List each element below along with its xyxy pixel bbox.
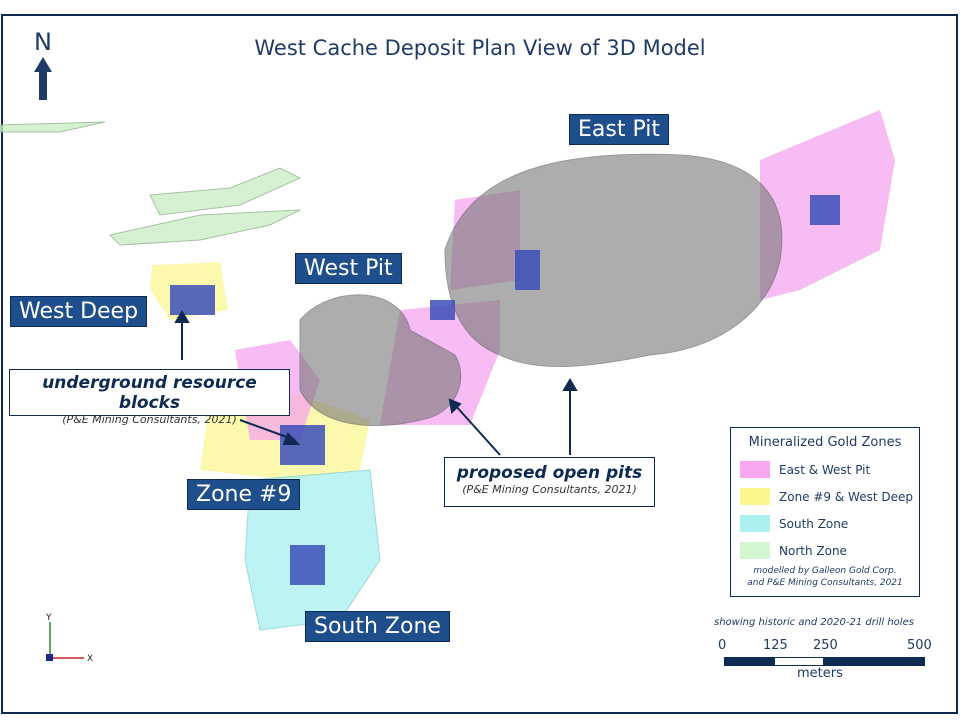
north-arrow-icon — [34, 57, 52, 100]
legend-note-2: and P&E Mining Consultants, 2021 — [747, 578, 903, 588]
legend-item: South Zone — [731, 510, 919, 537]
callout-underground: underground resource blocks (P&E Mining … — [9, 369, 290, 426]
north-zone-shapes — [0, 121, 302, 246]
legend-item: North Zone — [731, 537, 919, 564]
legend-item: Zone #9 & West Deep — [731, 483, 919, 510]
scale-bar-segment — [774, 657, 824, 666]
legend-swatch — [740, 542, 770, 559]
scale-bar-segment — [824, 657, 925, 666]
scale-tick: 500 — [907, 638, 932, 653]
callout-arrows — [174, 310, 578, 456]
scale-tick: 0 — [718, 638, 727, 653]
legend-label: South Zone — [779, 516, 849, 531]
legend-note-1: modelled by Galleon Gold Corp. — [753, 566, 897, 576]
callout-open-pits: proposed open pits (P&E Mining Consultan… — [444, 457, 655, 507]
label-zone9: Zone #9 — [187, 479, 301, 510]
scale-tick: 250 — [813, 638, 838, 653]
scale-tick: 125 — [763, 638, 788, 653]
callout-underground-source: (P&E Mining Consultants, 2021) — [62, 413, 237, 426]
scale-bar-segment — [724, 657, 774, 666]
map-frame — [1, 14, 958, 714]
axis-x-label: X — [87, 654, 93, 664]
scale-note: showing historic and 2020-21 drill holes — [714, 617, 914, 628]
legend-title: Mineralized Gold Zones — [748, 435, 902, 450]
label-west-pit: West Pit — [295, 253, 402, 284]
callout-open-pits-source: (P&E Mining Consultants, 2021) — [462, 483, 637, 496]
map-title: West Cache Deposit Plan View of 3D Model — [254, 36, 706, 60]
scale-unit: meters — [797, 666, 843, 681]
north-label: N — [34, 28, 52, 56]
callout-underground-heading: underground resource blocks — [42, 373, 257, 413]
legend-label: North Zone — [779, 543, 847, 558]
legend-swatch — [740, 461, 770, 478]
label-south-zone: South Zone — [305, 611, 450, 642]
axis-y-label: Y — [45, 613, 52, 623]
callout-open-pits-heading: proposed open pits — [456, 463, 643, 483]
legend-label: Zone #9 & West Deep — [779, 489, 913, 504]
open-pit-shells — [299, 153, 783, 427]
label-east-pit: East Pit — [569, 114, 669, 145]
legend-item: East & West Pit — [731, 456, 919, 483]
legend-label: East & West Pit — [779, 462, 871, 477]
legend-swatch — [740, 488, 770, 505]
axis-triad-icon: Y X — [45, 613, 93, 664]
legend-swatch — [740, 515, 770, 532]
label-west-deep: West Deep — [10, 296, 148, 327]
legend: Mineralized Gold Zones East & West Pit Z… — [730, 427, 920, 597]
